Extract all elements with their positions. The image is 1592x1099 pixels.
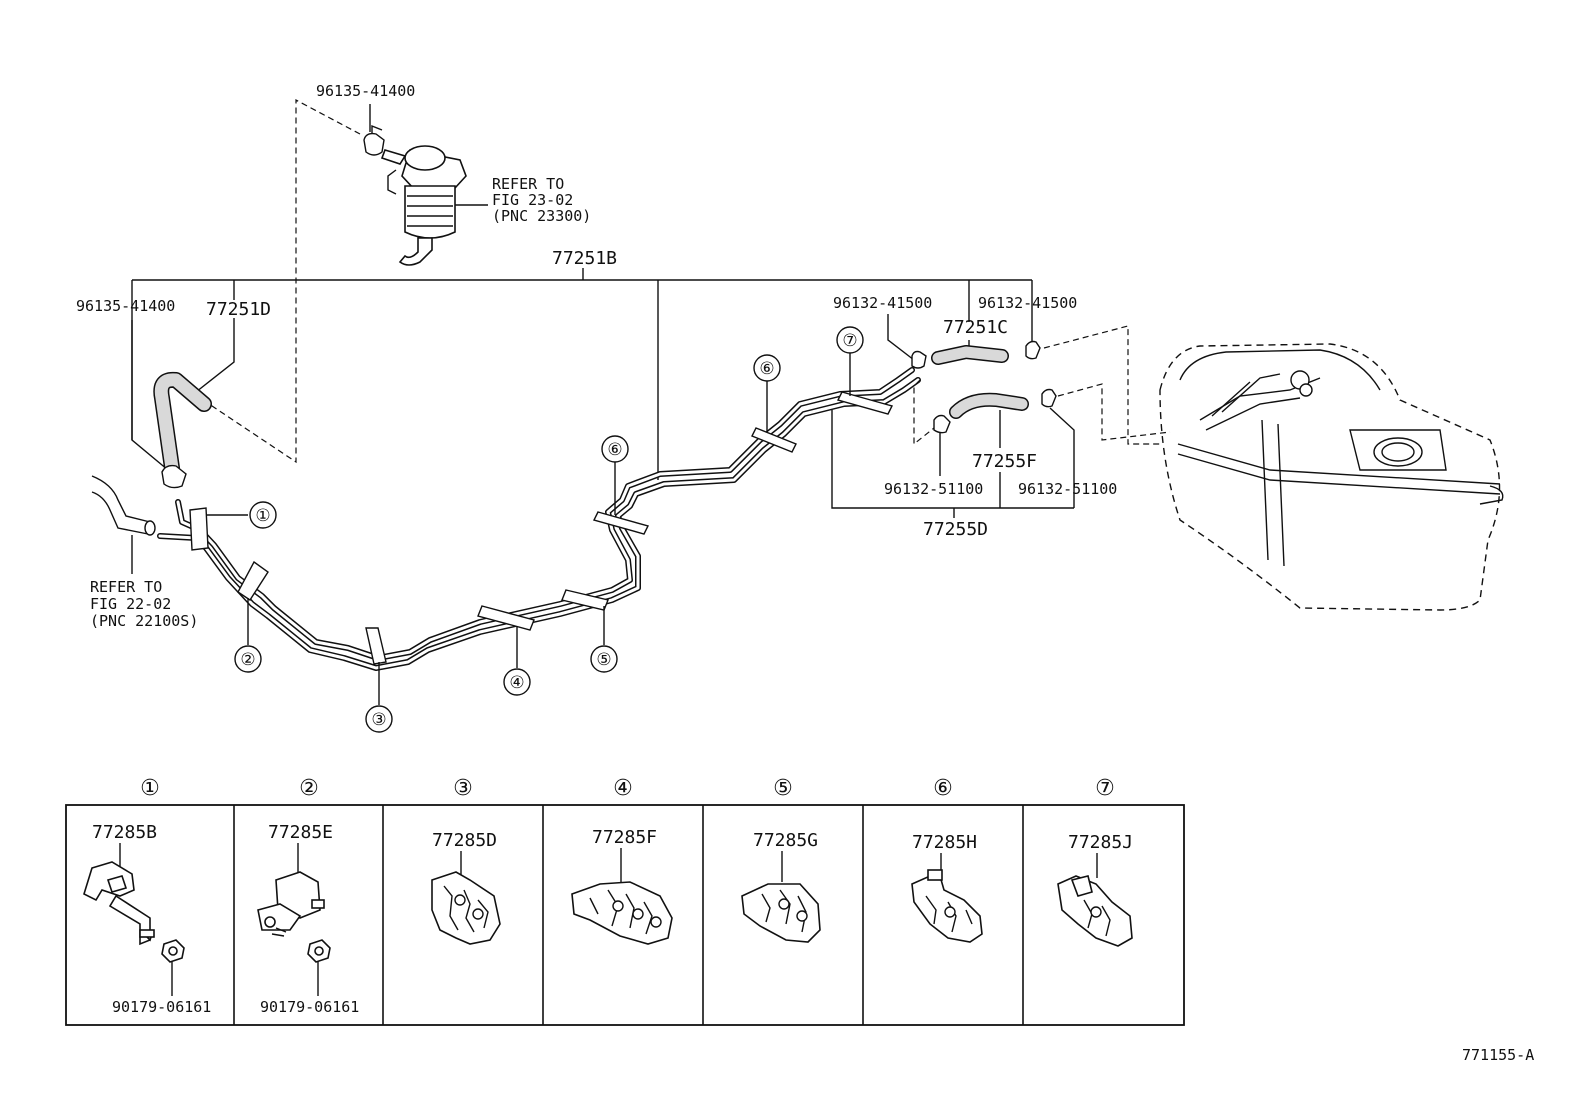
clamp-77285j-icon <box>1057 875 1133 947</box>
dashed-guide-left-bottom <box>913 379 935 446</box>
clamp-bottom-a-icon <box>933 414 951 434</box>
fuel-tube-pair <box>157 367 921 671</box>
clamp-bottom-b-icon <box>1041 388 1057 408</box>
refer-fig23-line1: REFER TO <box>492 175 564 193</box>
callout-4: ④ <box>503 626 531 696</box>
label-mid-hose-bottom: 77255F <box>972 451 1037 472</box>
callout-2-text: ② <box>240 650 255 670</box>
label-clamp-bottom-a: 96132-51100 <box>884 480 983 498</box>
label-left-hose: 77251D <box>206 299 271 320</box>
dashed-guide-lower <box>1057 383 1171 441</box>
hose-77255f-icon <box>949 392 1029 419</box>
callout-3: ③ <box>365 662 393 733</box>
refer-fig22-line1: REFER TO <box>90 578 162 596</box>
table-col-6-part: 77285H <box>912 832 977 853</box>
refer-fig22-line2: FIG 22-02 <box>90 595 171 613</box>
hose-77251c-icon <box>931 345 1009 365</box>
table-col-5-num: ⑤ <box>773 776 793 801</box>
refer-fig22-line3: (PNC 22100S) <box>90 612 198 630</box>
label-top-clamp: 96135-41400 <box>316 82 415 100</box>
top-clamp-icon <box>363 124 385 156</box>
refer-fig23-line3: (PNC 23300) <box>492 207 591 225</box>
table-col-1-bolt: 90179-06161 <box>112 998 211 1016</box>
clamp-top-b-icon <box>1025 340 1041 360</box>
callout-1-text: ① <box>255 506 270 526</box>
tube-clamp-2 <box>237 560 269 601</box>
label-bottom-group: 77255D <box>923 519 988 540</box>
tube-clamp-1 <box>189 507 209 551</box>
tube-clamp-3 <box>365 627 387 665</box>
label-clamp-top-b: 96132-41500 <box>978 294 1077 312</box>
label-mid-hose-top: 77251C <box>943 317 1008 338</box>
clamp-77285b-icon <box>83 861 155 946</box>
tube-clamp-6a <box>592 511 650 535</box>
clamp-top-a-icon <box>911 350 927 369</box>
callout-2: ② <box>234 598 262 673</box>
fuel-tank-icon <box>1159 343 1504 611</box>
clamp-77285h-icon <box>911 869 983 943</box>
refer-fig23-line2: FIG 23-02 <box>492 191 573 209</box>
tube-clamp-6b <box>751 427 797 453</box>
callout-5: ⑤ <box>590 606 618 673</box>
table-col-6-num: ⑥ <box>933 776 953 801</box>
nut-2-icon <box>307 939 331 963</box>
table-col-1-part: 77285B <box>92 822 157 843</box>
figure-code: 771155-A <box>1462 1046 1534 1064</box>
callout-7: ⑦ <box>836 326 864 396</box>
callout-7-text: ⑦ <box>842 331 857 351</box>
nut-1-icon <box>161 939 185 963</box>
dashed-guide-left <box>202 99 361 464</box>
table-col-4-part: 77285F <box>592 827 657 848</box>
parts-table <box>65 804 1185 1026</box>
clamp-77285g-icon <box>741 883 821 943</box>
bottom-group-bracket <box>831 410 1074 518</box>
callout-1: ① <box>206 501 277 529</box>
label-main-tube: 77251B <box>552 248 617 269</box>
tube-clamp-4 <box>477 605 535 631</box>
left-clamp-icon <box>161 464 187 489</box>
table-col-4-num: ④ <box>613 776 633 801</box>
callout-4-text: ④ <box>509 673 524 693</box>
table-col-5-part: 77285G <box>753 830 818 851</box>
label-clamp-bottom-b: 96132-51100 <box>1018 480 1117 498</box>
clamp-77285e-icon <box>257 871 325 937</box>
table-col-2-num: ② <box>299 776 319 801</box>
table-col-1-num: ① <box>140 776 160 801</box>
table-col-2-bolt: 90179-06161 <box>260 998 359 1016</box>
tube-clamp-7 <box>836 391 894 415</box>
left-hose-icon <box>153 371 212 476</box>
engine-side-hose-icon <box>91 475 156 574</box>
table-col-7-num: ⑦ <box>1095 776 1115 801</box>
callout-6b: ⑥ <box>753 354 781 432</box>
callout-5-text: ⑤ <box>596 650 611 670</box>
label-left-clamp: 96135-41400 <box>76 297 175 315</box>
table-col-3-part: 77285D <box>432 830 497 851</box>
refer-fig22-label: REFER TO FIG 22-02 (PNC 22100S) <box>90 578 198 630</box>
dashed-guide-upper <box>1043 325 1160 445</box>
label-clamp-top-a: 96132-41500 <box>833 294 932 312</box>
callout-6a: ⑥ <box>601 435 629 515</box>
clamp-77285d-icon <box>431 871 501 945</box>
table-col-2-part: 77285E <box>268 822 333 843</box>
refer-fig23-label: REFER TO FIG 23-02 (PNC 23300) <box>492 175 591 225</box>
table-col-7-part: 77285J <box>1068 832 1133 853</box>
callout-6a-text: ⑥ <box>607 440 622 460</box>
clamp-77285f-icon <box>571 881 673 945</box>
callout-3-text: ③ <box>371 710 386 730</box>
callout-6b-text: ⑥ <box>759 359 774 379</box>
table-col-3-num: ③ <box>453 776 473 801</box>
fuel-filter-assembly <box>380 145 488 266</box>
